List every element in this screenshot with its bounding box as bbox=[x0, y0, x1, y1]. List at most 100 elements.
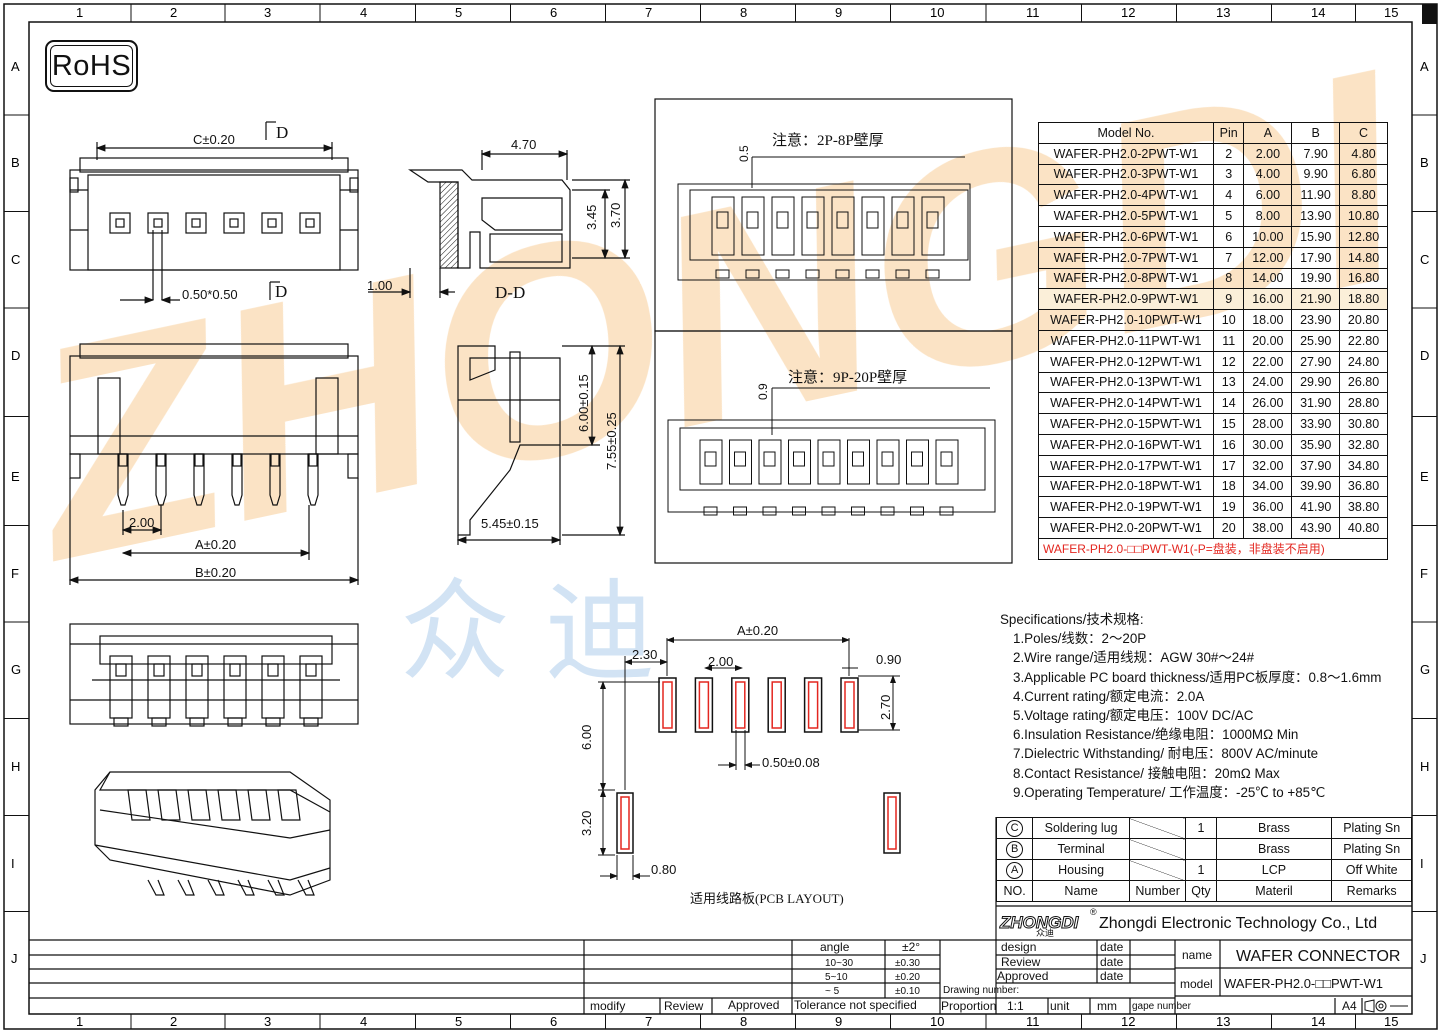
grid-col-label: 3 bbox=[264, 5, 271, 20]
model-table-cell: 18.80 bbox=[1339, 288, 1388, 311]
tb-unit-val: mm bbox=[1097, 999, 1117, 1013]
model-table-cell: 9.90 bbox=[1291, 163, 1341, 186]
model-table-cell: WAFER-PH2.0-20PWT-W1 bbox=[1038, 517, 1214, 539]
section-label: D-D bbox=[495, 283, 525, 302]
bom-cell-qty: 1 bbox=[1185, 859, 1217, 881]
grid-col-label: 15 bbox=[1384, 5, 1398, 20]
model-table-cell: 30.80 bbox=[1339, 413, 1388, 435]
model-table-cell: 18.00 bbox=[1243, 309, 1293, 331]
model-table-cell: 29.90 bbox=[1291, 371, 1341, 394]
model-table-cell: 36.80 bbox=[1339, 475, 1388, 498]
spec-item: 3.Applicable PC board thickness/适用PC板厚度：… bbox=[1013, 669, 1382, 685]
profile-view bbox=[456, 344, 625, 545]
tb-review2: Review bbox=[1001, 955, 1041, 969]
bom-cell-qty: 1 bbox=[1185, 817, 1217, 839]
tb-tol-value: ±0.10 bbox=[895, 986, 920, 997]
grid-row-label: I bbox=[1420, 856, 1424, 871]
grid-col-label: 2 bbox=[170, 1014, 177, 1029]
grid-col-label: 5 bbox=[455, 5, 462, 20]
spec-item: 6.Insulation Resistance/绝缘电阻：1000MΩ Min bbox=[1013, 727, 1299, 743]
model-table-cell: 16.80 bbox=[1339, 267, 1388, 290]
grid-row-label: H bbox=[11, 759, 20, 774]
dim-section-h1: 3.45 bbox=[584, 205, 599, 230]
model-table-cell: 12.00 bbox=[1243, 246, 1293, 269]
model-table-cell: 19.90 bbox=[1291, 267, 1341, 290]
grid-row-label: E bbox=[1420, 469, 1429, 484]
spec-item: 8.Contact Resistance/ 接触电阻：20mΩ Max bbox=[1013, 765, 1280, 781]
company-logo: ZHONGDI 众迪 ® bbox=[999, 907, 1098, 939]
pcb-dim-lug-w: 0.80 bbox=[651, 862, 676, 877]
tb-name-val: WAFER CONNECTOR bbox=[1236, 948, 1400, 965]
bom-cell-number: Number bbox=[1128, 880, 1187, 902]
model-table-cell: WAFER-PH2.0-7PWT-W1 bbox=[1038, 246, 1214, 269]
pcb-layout bbox=[598, 637, 901, 880]
model-table-cell: 35.90 bbox=[1291, 433, 1341, 456]
tb-review: Review bbox=[664, 999, 704, 1013]
pcb-dim-pitch: 2.00 bbox=[708, 654, 733, 669]
model-table-cell: 20.80 bbox=[1339, 309, 1388, 331]
model-table-cell: WAFER-PH2.0-15PWT-W1 bbox=[1038, 413, 1214, 435]
bottom-view bbox=[69, 623, 359, 727]
model-table-cell: WAFER-PH2.0-5PWT-W1 bbox=[1038, 205, 1214, 227]
model-table-header: B bbox=[1291, 122, 1341, 144]
grid-col-label: 4 bbox=[360, 1014, 367, 1029]
pcb-dim-pad-h: 2.70 bbox=[878, 695, 893, 720]
inner-frame bbox=[28, 21, 1413, 1015]
model-table-cell: 27.90 bbox=[1291, 350, 1341, 373]
tb-modify: modify bbox=[590, 999, 625, 1013]
tb-date-3: date bbox=[1100, 969, 1124, 983]
dim-profile-w: 5.45±0.15 bbox=[481, 516, 539, 531]
grid-col-label: 14 bbox=[1311, 5, 1325, 20]
model-table-cell: WAFER-PH2.0-12PWT-W1 bbox=[1038, 350, 1214, 373]
model-table-cell: 6.00 bbox=[1243, 184, 1293, 207]
specs-title: Specifications/技术规格: bbox=[1000, 612, 1144, 627]
corner-mark bbox=[1422, 4, 1437, 24]
model-table-cell: 5 bbox=[1212, 205, 1245, 227]
pcb-caption: 适用线路板(PCB LAYOUT) bbox=[690, 891, 844, 906]
model-table-footnote: WAFER-PH2.0-□□PWT-W1(-P=盘装，非盘装不启用) bbox=[1038, 537, 1388, 560]
model-table-cell: 6.80 bbox=[1339, 163, 1388, 186]
note-bottom-dim: 0.9 bbox=[756, 383, 770, 400]
grid-col-label: 10 bbox=[930, 5, 944, 20]
model-table-cell: 3 bbox=[1212, 163, 1245, 186]
grid-col-label: 5 bbox=[455, 1014, 462, 1029]
model-table-cell: 43.90 bbox=[1291, 517, 1341, 539]
dim-section-h2: 3.70 bbox=[608, 203, 623, 228]
model-table-cell: 37.90 bbox=[1291, 454, 1341, 477]
company-name: Zhongdi Electronic Technology Co., Ltd bbox=[1099, 915, 1377, 932]
section-mark-bottom: D bbox=[275, 282, 287, 301]
model-table-cell: WAFER-PH2.0-18PWT-W1 bbox=[1038, 475, 1214, 498]
bom-cell-name: Terminal bbox=[1032, 838, 1130, 860]
grid-row-label: B bbox=[11, 155, 20, 170]
model-table-cell: WAFER-PH2.0-19PWT-W1 bbox=[1038, 496, 1214, 519]
bom-cell-remarks: Plating Sn bbox=[1331, 817, 1412, 839]
projection-symbol-icon bbox=[1364, 999, 1408, 1013]
grid-col-label: 4 bbox=[360, 5, 367, 20]
bom-cell-no: B bbox=[995, 838, 1034, 860]
model-table-cell: 36.00 bbox=[1243, 496, 1293, 519]
bom-cell-number bbox=[1128, 859, 1187, 881]
bom-cell-name: Name bbox=[1032, 880, 1130, 902]
grid-row-label: H bbox=[1420, 759, 1429, 774]
model-table-cell: 34.00 bbox=[1243, 475, 1293, 498]
grid-row-label: J bbox=[1420, 951, 1427, 966]
model-table-cell: 41.90 bbox=[1291, 496, 1341, 519]
model-table-cell: WAFER-PH2.0-9PWT-W1 bbox=[1038, 288, 1214, 311]
grid-row-label: D bbox=[11, 348, 20, 363]
isometric-view bbox=[94, 771, 331, 896]
grid-row-label: J bbox=[11, 951, 18, 966]
grid-row-label: F bbox=[11, 566, 19, 581]
grid-row-label: C bbox=[1420, 252, 1429, 267]
model-table-cell: 24.00 bbox=[1243, 371, 1293, 394]
model-table-cell: 15.90 bbox=[1291, 225, 1341, 248]
model-table-cell: 6 bbox=[1212, 225, 1245, 248]
dim-side-a: A±0.20 bbox=[195, 537, 236, 552]
model-table-cell: WAFER-PH2.0-6PWT-W1 bbox=[1038, 225, 1214, 248]
side-view bbox=[68, 343, 360, 585]
tb-tolerance-note: Tolerance not specified bbox=[794, 998, 917, 1012]
